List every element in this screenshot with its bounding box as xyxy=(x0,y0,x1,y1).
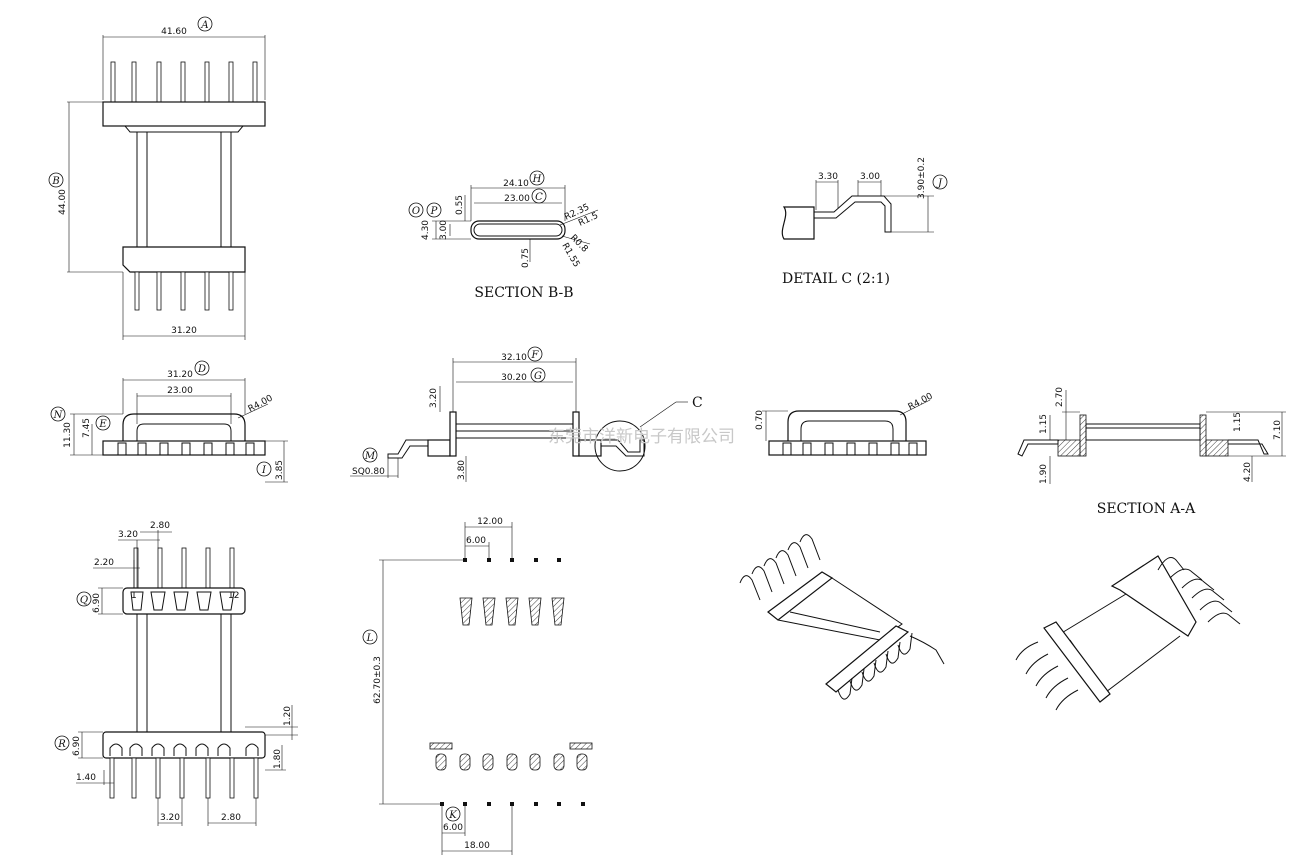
section-aa: 2.70 1.15 1.15 7.10 1.90 4.20 SECTION A-… xyxy=(1017,387,1286,517)
front-height-3: 3.85 xyxy=(275,460,285,480)
front-radius: R4.00 xyxy=(247,393,275,414)
watermark: 东莞市洋新电子有限公司 xyxy=(548,427,735,447)
aa-dim-4: 7.10 xyxy=(1273,420,1283,440)
top-width-dim: 41.60 xyxy=(161,27,187,37)
end-height: 0.70 xyxy=(755,410,765,430)
tag-i: I xyxy=(261,465,267,476)
pin-number-last: 12 xyxy=(228,591,239,601)
pcb-dim-5: 18.00 xyxy=(464,841,490,851)
tag-q: Q xyxy=(80,595,88,606)
bottom-dim-8: 1.40 xyxy=(76,773,96,783)
bb-dim-1: 24.10 xyxy=(503,179,529,189)
side-height-1: 3.20 xyxy=(429,388,439,408)
bb-dim-3: 0.55 xyxy=(455,195,465,215)
bottom-dim-7: 1.80 xyxy=(273,749,283,769)
aa-dim-2: 1.15 xyxy=(1039,414,1049,434)
tag-r: R xyxy=(57,739,66,750)
aa-dim-6: 4.20 xyxy=(1243,462,1253,482)
tag-d: D xyxy=(197,364,206,375)
tag-l: L xyxy=(366,633,374,644)
bb-dim-2: 23.00 xyxy=(504,194,530,204)
isometric-view-1 xyxy=(739,534,945,700)
pcb-dim-4: 6.00 xyxy=(443,823,463,833)
aa-dim-1: 2.70 xyxy=(1055,387,1065,407)
bottom-dim-10: 2.80 xyxy=(221,813,241,823)
tag-a: A xyxy=(200,20,208,31)
side-dim-2: 30.20 xyxy=(501,373,527,383)
tag-n: N xyxy=(53,410,64,421)
tag-j: J xyxy=(936,178,943,189)
tag-g: G xyxy=(534,371,542,382)
side-sq-dim: SQ0.80 xyxy=(352,467,385,477)
bottom-view: 1 12 3.20 2.80 2.20 6.9 xyxy=(54,521,298,826)
front-height-1: 11.30 xyxy=(63,422,73,448)
bottom-dim-9: 3.20 xyxy=(160,813,180,823)
tag-k: K xyxy=(448,810,457,821)
bottom-dim-6: 1.20 xyxy=(283,706,293,726)
bottom-dim-2: 2.80 xyxy=(150,521,170,531)
section-aa-title: SECTION A-A xyxy=(1097,501,1196,517)
side-height-2: 3.80 xyxy=(457,460,467,480)
side-dim-1: 32.10 xyxy=(501,353,527,363)
front-view: 31.20 D 23.00 R4.00 11.30 N 7.45 E 3.85 … xyxy=(50,360,288,483)
front-dim-2: 23.00 xyxy=(167,386,193,396)
bottom-dim-1: 3.20 xyxy=(118,530,138,540)
pcb-dim-3: 62.70±0.3 xyxy=(373,656,383,704)
tag-e: E xyxy=(98,419,107,430)
bb-dim-5: 3.00 xyxy=(439,220,449,240)
end-view: 0.70 R4.00 xyxy=(755,391,935,456)
pin-number-first: 1 xyxy=(131,591,137,601)
front-height-2: 7.45 xyxy=(82,418,92,438)
detail-c-dim-1: 3.30 xyxy=(818,172,838,182)
detail-c-title: DETAIL C (2:1) xyxy=(782,271,890,287)
section-bb: 24.10 H 23.00 C 0.55 4.30 3.00 O P 0.75 … xyxy=(408,170,600,301)
tag-p: P xyxy=(430,206,438,217)
aa-dim-3: 1.15 xyxy=(1233,412,1243,432)
isometric-view-2 xyxy=(1015,555,1241,711)
tag-h: H xyxy=(532,174,542,185)
tag-o: O xyxy=(412,206,420,217)
front-dim-1: 31.20 xyxy=(167,370,193,380)
section-bb-title: SECTION B-B xyxy=(474,285,573,301)
detail-c-dim-3: 3.90±0.2 xyxy=(917,157,927,199)
detail-c-dim-2: 3.00 xyxy=(860,172,880,182)
pcb-dim-1: 12.00 xyxy=(477,517,503,527)
aa-dim-5: 1.90 xyxy=(1039,464,1049,484)
tag-m: M xyxy=(364,451,376,462)
top-view: 41.60 A 44.00 B 31.20 xyxy=(48,16,266,340)
tag-b: B xyxy=(51,176,59,187)
callout-c: C xyxy=(692,395,703,411)
bb-dim-6: 0.75 xyxy=(521,248,531,268)
pcb-dim-2: 6.00 xyxy=(466,536,486,546)
tag-f: F xyxy=(531,350,540,361)
tag-c: C xyxy=(535,192,543,203)
bottom-dim-3: 2.20 xyxy=(94,558,114,568)
end-radius: R4.00 xyxy=(907,391,935,412)
bottom-dim-4: 6.90 xyxy=(92,593,102,613)
bb-dim-4: 4.30 xyxy=(421,220,431,240)
pcb-layout: 12.00 6.00 62.70±0.3 L 6.00 K 18.00 xyxy=(362,517,593,855)
bottom-dim-5: 6.90 xyxy=(72,736,82,756)
side-view: C 32.10 F 30.20 G 3.20 3.80 SQ0.80 M xyxy=(350,346,703,482)
detail-c: 3.30 3.00 3.90±0.2 J DETAIL C (2:1) xyxy=(781,157,948,287)
top-base-dim: 31.20 xyxy=(171,326,197,336)
top-height-dim: 44.00 xyxy=(58,189,68,215)
